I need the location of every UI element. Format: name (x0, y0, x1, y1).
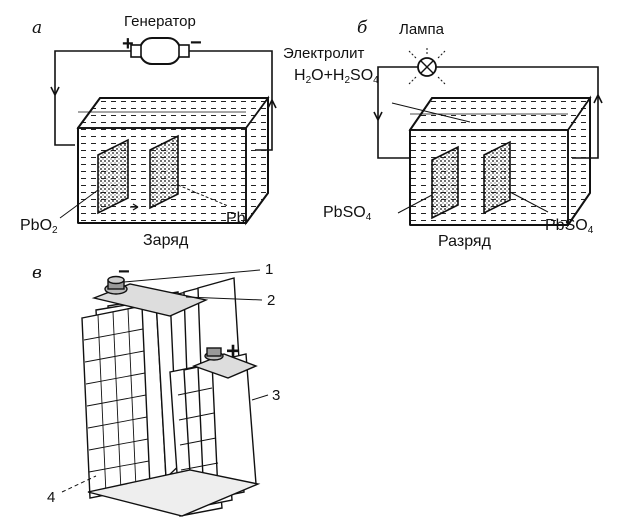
positive-terminal (192, 347, 258, 379)
callout-2: 2 (267, 292, 276, 309)
panel-c-battery (61, 269, 269, 517)
battery-minus-sign: − (118, 261, 130, 283)
callout-leader-2 (185, 296, 263, 301)
plate-a-pb (149, 134, 179, 210)
lamp-label: Лампа (399, 21, 444, 38)
lamp-icon (404, 46, 450, 85)
wire-b-left (377, 66, 418, 159)
callout-leader-1 (123, 269, 261, 283)
plate-a-pb-label: Pb (226, 210, 246, 227)
callout-leader-3 (251, 394, 269, 401)
generator-minus-sign: − (190, 32, 202, 54)
electrolyte-formula: H2O+H2SO4 (294, 67, 379, 86)
plate-b-left (431, 145, 459, 220)
callout-4: 4 (47, 489, 56, 506)
generator-label: Генератор (124, 13, 196, 30)
panel-b-letter: б (357, 18, 368, 38)
generator-icon (139, 37, 181, 65)
callout-3: 3 (272, 387, 281, 404)
discharge-caption: Разряд (438, 233, 491, 250)
panel-a-charge (50, 37, 277, 226)
plate-a-pbo2-label: PbO2 (20, 217, 58, 236)
wire-a-left (54, 50, 131, 146)
panel-a-letter: а (32, 18, 43, 38)
panel-b-discharge (373, 46, 603, 228)
plate-a-pbo2 (97, 138, 129, 215)
plate-b-left-label: PbSO4 (323, 204, 372, 223)
electrolyte-label: Электролит (283, 45, 365, 62)
negative-terminal (91, 275, 209, 317)
callout-leader-4 (61, 475, 97, 493)
battery-base (87, 469, 261, 517)
panel-c-letter: в (32, 263, 42, 283)
plate-b-right-label: PbSO4 (545, 217, 594, 236)
battery-plus-sign: + (226, 338, 241, 365)
plate-b-right (483, 140, 511, 215)
callout-1: 1 (265, 261, 274, 278)
generator-plus-sign: + (122, 33, 134, 55)
charge-caption: Заряд (143, 232, 189, 249)
